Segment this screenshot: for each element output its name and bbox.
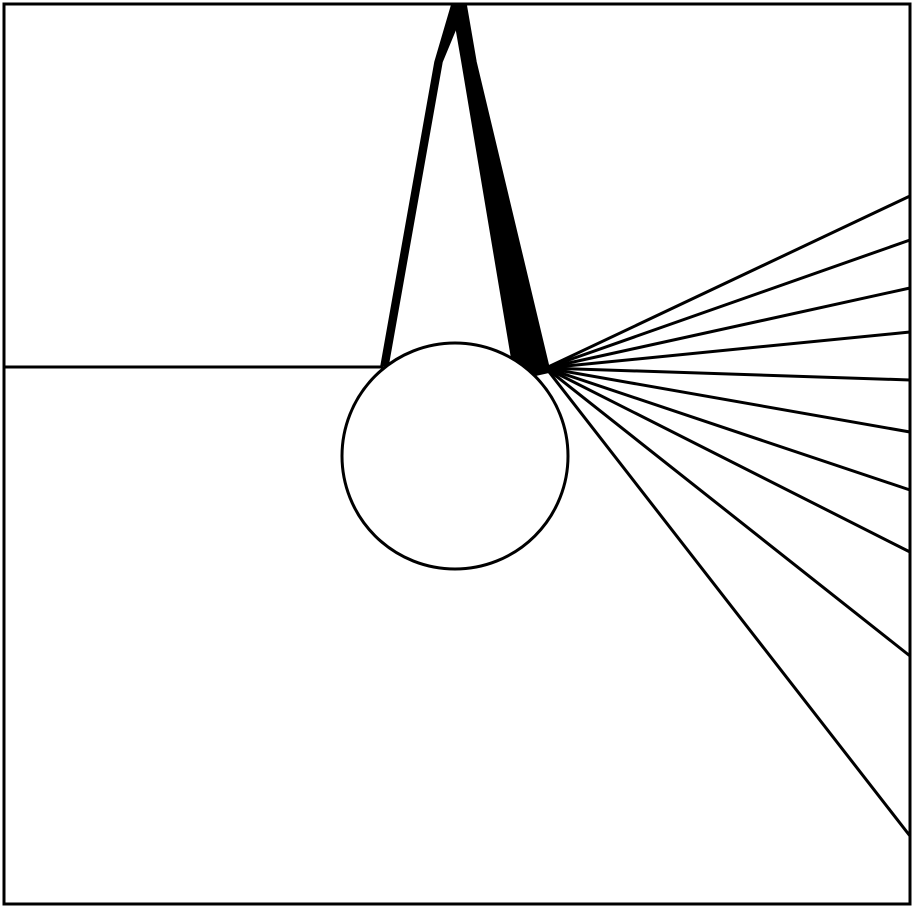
right-wedge xyxy=(451,3,551,377)
radiating-line xyxy=(545,366,911,434)
radiating-lines xyxy=(544,194,912,837)
radiating-line xyxy=(545,366,911,492)
radiating-line xyxy=(545,366,911,554)
radiating-line xyxy=(545,366,911,658)
radiating-line xyxy=(545,330,911,370)
left-wedge xyxy=(380,3,467,367)
radiating-line xyxy=(544,367,912,837)
radiating-line xyxy=(545,286,911,370)
radiating-line xyxy=(545,238,911,370)
circle xyxy=(340,341,570,571)
radiating-line xyxy=(545,366,911,382)
radiating-line xyxy=(545,194,911,370)
